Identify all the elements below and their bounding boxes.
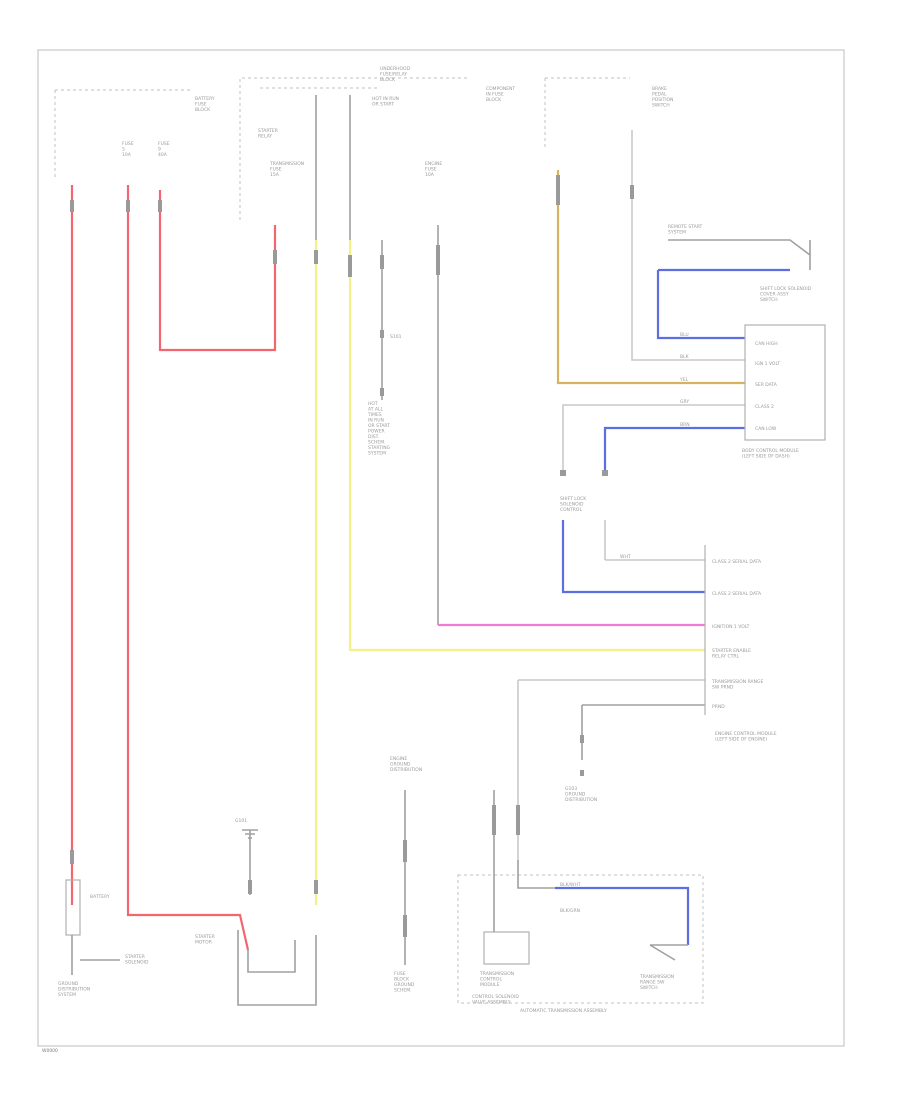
automatic-transmission-outline	[457, 874, 704, 1004]
ecm-pin-2: CLASS 2 SERIAL DATA	[712, 591, 762, 597]
gray-ecm-wire	[517, 679, 705, 860]
wire-code-1: BLK/WHT	[560, 882, 581, 888]
auto-trans-label: AUTOMATIC TRANSMISSION ASSEMBLY	[520, 1008, 607, 1014]
connector-markers	[70, 175, 634, 937]
gray-brake-wire	[631, 130, 745, 361]
corner-code: W0000	[42, 1048, 58, 1054]
remote-start-switch	[668, 239, 811, 270]
trans-range-wire	[517, 860, 555, 889]
battery-ground-wire	[71, 935, 120, 975]
ground-g101-label: G101	[235, 818, 247, 824]
red-wire-loop	[158, 190, 277, 352]
bcm-pin-4: CLASS 2	[755, 404, 774, 410]
trans-control-module-box	[483, 931, 530, 965]
wire-label-2: YEL	[679, 377, 689, 383]
relay-feed-wire	[315, 95, 351, 240]
body-control-module-label: BODY CONTROL MODULE(LEFT SIDE OF DASH)	[742, 448, 799, 460]
ecm-name-label: ENGINE CONTROL MODULE(LEFT SIDE OF ENGIN…	[715, 731, 777, 743]
wire-label-1: BLK	[680, 354, 690, 360]
wire-code-2: BLK/GRN	[560, 908, 580, 914]
bcm-pin-5: CAN LOW	[755, 426, 777, 432]
battery-label: BATTERY	[90, 894, 110, 900]
wire-label-4: GRY	[680, 399, 689, 405]
underhood-block-outline	[239, 77, 470, 220]
body-control-module-box	[744, 324, 826, 441]
starter-loop-wire	[237, 930, 317, 1006]
orange-brake-wire	[556, 170, 745, 385]
blue-remote-wire	[656, 268, 790, 340]
ecm-pin-3: IGNITION 1 VOLT	[712, 624, 750, 630]
ground-ecm-wire	[581, 704, 705, 760]
splice-label: S101	[390, 334, 402, 340]
diagram-frame	[37, 49, 845, 1047]
gray-bcm-wire	[562, 404, 745, 475]
ecm-pin-1: CLASS 2 SERIAL DATA	[712, 559, 762, 565]
blue-bcm-wire	[603, 426, 745, 475]
ground-symbol-icon	[242, 829, 258, 839]
wire-label-5: BRN	[680, 422, 690, 428]
battery-fuse-block-outline	[54, 89, 190, 180]
yellow-wire-ecm	[348, 240, 705, 652]
red-wire-main	[126, 185, 250, 951]
wire-label-6: WHT	[620, 554, 631, 560]
bcm-pin-2: IGN 1 VOLT	[755, 361, 780, 367]
bcm-pin-1: CAN HIGH	[755, 341, 778, 347]
wire-label-3: BLU	[680, 332, 689, 338]
battery-box	[65, 879, 81, 936]
blue-ecm-wire	[561, 520, 705, 594]
brake-switch-outline	[544, 77, 630, 150]
blue-trans-wire	[555, 886, 690, 945]
range-switch-wire	[649, 944, 688, 961]
bcm-pin-3: SER DATA	[755, 382, 778, 388]
ecm-pin-6: PRND	[712, 704, 725, 710]
gray-ecm-upper	[604, 520, 705, 561]
